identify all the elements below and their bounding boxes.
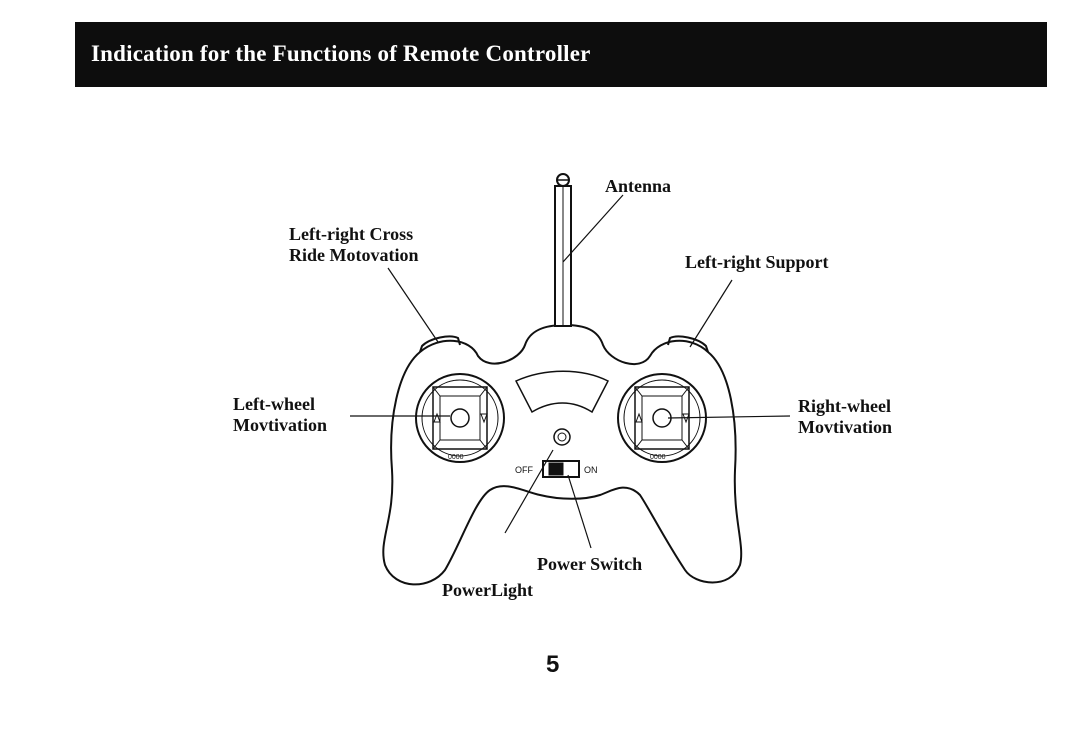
antenna-label: Antenna <box>605 176 671 197</box>
left-stick <box>451 409 469 427</box>
power-switch-label: Power Switch <box>537 554 642 575</box>
switch-on-label: ON <box>584 465 598 475</box>
support-label: Left-right Support <box>685 252 829 273</box>
power-light-label: PowerLight <box>442 580 533 601</box>
switch-off-label: OFF <box>515 465 533 475</box>
power-light <box>554 429 570 445</box>
left-stick-code: 0000 <box>448 454 464 461</box>
right-wheel-label: Right-wheel Movtivation <box>798 396 892 438</box>
cross-ride-label: Left-right Cross Ride Motovation <box>289 224 419 266</box>
left-wheel-label: Left-wheel Movtivation <box>233 394 327 436</box>
page-number: 5 <box>546 651 559 679</box>
display-window <box>516 371 608 412</box>
right-stick-code: 0000 <box>650 454 666 461</box>
